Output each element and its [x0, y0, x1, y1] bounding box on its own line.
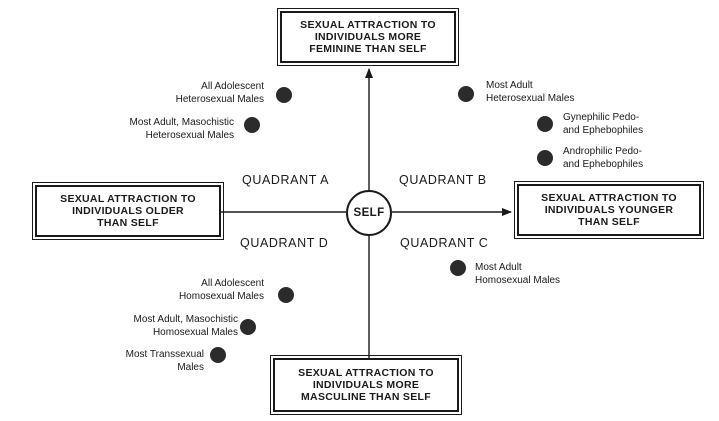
dot-masochistic-homosexual [240, 319, 256, 335]
quadrant-a-label: QUADRANT A [242, 173, 330, 187]
quadrant-c-label: QUADRANT C [400, 236, 489, 250]
quadrant-d-label: QUADRANT D [240, 236, 329, 250]
dot-adolescent-heterosexual [276, 87, 292, 103]
box-younger: SEXUAL ATTRACTION TO INDIVIDUALS YOUNGER… [514, 181, 704, 239]
dot-adult-heterosexual [458, 86, 474, 102]
dot-androphilic [537, 150, 553, 166]
label-adolescent-heterosexual: All Adolescent Heterosexual Males [175, 81, 264, 105]
dot-adolescent-homosexual [278, 287, 294, 303]
label-gynephilic: Gynephilic Pedo- and Ephebophiles [563, 112, 644, 136]
dot-transsexual [210, 347, 226, 363]
box-older: SEXUAL ATTRACTION TO INDIVIDUALS OLDER T… [32, 182, 224, 240]
quadrant-b-label: QUADRANT B [399, 173, 487, 187]
box-more-feminine: SEXUAL ATTRACTION TO INDIVIDUALS MORE FE… [277, 8, 459, 66]
label-masochistic-homosexual: Most Adult, Masochistic Homosexual Males [133, 314, 238, 338]
label-adult-heterosexual: Most Adult Heterosexual Males [486, 80, 575, 104]
label-transsexual: Most Transsexual Males [125, 349, 204, 373]
label-adult-homosexual: Most Adult Homosexual Males [475, 262, 561, 286]
self-circle: SELF [346, 190, 392, 236]
dot-adult-homosexual [450, 260, 466, 276]
label-adolescent-homosexual: All Adolescent Homosexual Males [178, 278, 264, 302]
label-androphilic: Androphilic Pedo- and Ephebophiles [563, 146, 644, 170]
dot-masochistic-heterosexual [244, 117, 260, 133]
dot-gynephilic [537, 116, 553, 132]
label-masochistic-heterosexual: Most Adult, Masochistic Heterosexual Mal… [129, 117, 234, 141]
box-more-masculine: SEXUAL ATTRACTION TO INDIVIDUALS MORE MA… [270, 355, 462, 415]
